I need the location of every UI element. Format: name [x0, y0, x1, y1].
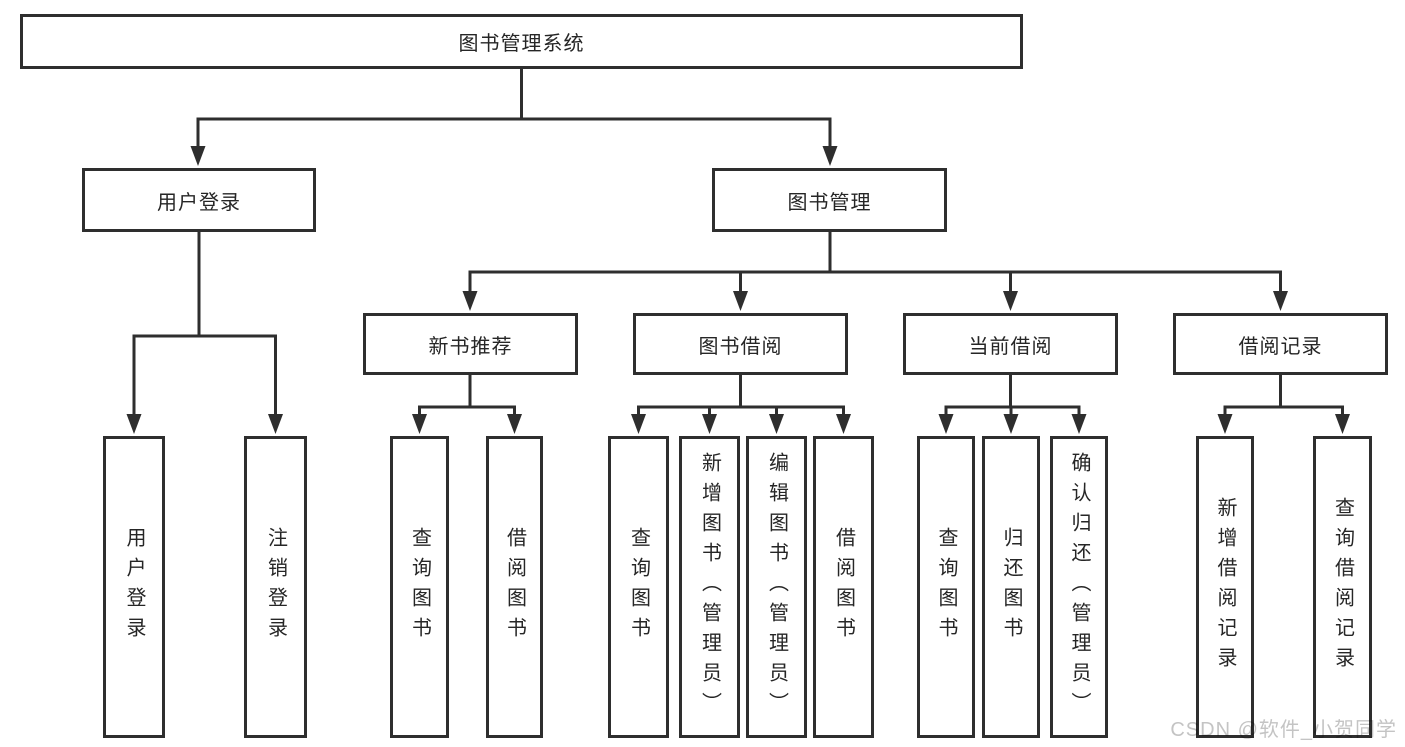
arrowhead-icon — [631, 414, 646, 434]
arrowhead-icon — [1217, 414, 1233, 434]
arrowhead-icon — [1335, 414, 1350, 434]
leaf-current-return-books: 归还图书 — [982, 436, 1040, 738]
leaf-label: 查询图书 — [408, 527, 431, 647]
node-borrowing-records: 借阅记录 — [1173, 313, 1388, 375]
leaf-borrow-borrow-books: 借阅图书 — [813, 436, 874, 738]
arrowhead-icon — [1071, 414, 1087, 434]
leaf-label: 查询图书 — [935, 527, 957, 647]
arrowhead-icon — [412, 414, 427, 434]
node-label: 当前借阅 — [968, 335, 1053, 358]
leaf-label: 编辑图书（管理员） — [765, 452, 788, 722]
leaf-records-query-record: 查询借阅记录 — [1313, 436, 1372, 738]
leaf-label: 新增图书（管理员） — [698, 452, 721, 722]
leaf-current-confirm-return-admin: 确认归还（管理员） — [1050, 436, 1108, 738]
leaf-label: 用户登录 — [123, 527, 145, 647]
leaf-label: 借阅图书 — [503, 527, 526, 647]
arrowhead-icon — [190, 146, 206, 166]
leaf-logout: 注销登录 — [244, 436, 307, 738]
arrowhead-icon — [1003, 291, 1018, 311]
leaf-newbook-borrow-books: 借阅图书 — [486, 436, 543, 738]
node-user-login: 用户登录 — [82, 168, 316, 232]
node-label: 借阅记录 — [1238, 335, 1323, 358]
node-library-management-system: 图书管理系统 — [20, 14, 1023, 69]
leaf-label: 借阅图书 — [832, 527, 855, 647]
node-label: 图书管理 — [787, 191, 872, 214]
arrowhead-icon — [1003, 414, 1019, 434]
leaf-current-query-books: 查询图书 — [917, 436, 975, 738]
leaf-label: 注销登录 — [264, 527, 287, 647]
leaf-borrow-edit-books-admin: 编辑图书（管理员） — [746, 436, 807, 738]
leaf-label: 确认归还（管理员） — [1068, 452, 1090, 722]
leaf-borrow-add-books-admin: 新增图书（管理员） — [679, 436, 740, 738]
node-book-management: 图书管理 — [712, 168, 947, 232]
arrowhead-icon — [822, 146, 838, 166]
node-label: 图书借阅 — [698, 335, 783, 358]
arrowhead-icon — [702, 414, 717, 434]
leaf-label: 查询图书 — [627, 527, 650, 647]
watermark: CSDN @软件_小贺同学 — [1170, 719, 1397, 741]
arrowhead-icon — [126, 414, 142, 434]
leaf-newbook-query-books: 查询图书 — [390, 436, 449, 738]
node-new-book-recommend: 新书推荐 — [363, 313, 578, 375]
arrowhead-icon — [462, 291, 478, 311]
leaf-borrow-query-books: 查询图书 — [608, 436, 669, 738]
arrowhead-icon — [268, 414, 283, 434]
node-label: 新书推荐 — [428, 335, 513, 358]
leaf-records-add-record: 新增借阅记录 — [1196, 436, 1254, 738]
node-current-borrowing: 当前借阅 — [903, 313, 1118, 375]
leaf-label: 归还图书 — [1000, 527, 1022, 647]
node-label: 图书管理系统 — [458, 33, 585, 55]
arrowhead-icon — [769, 414, 784, 434]
node-label: 用户登录 — [157, 191, 241, 214]
arrowhead-icon — [836, 414, 851, 434]
arrowhead-icon — [507, 414, 522, 434]
leaf-label: 查询借阅记录 — [1331, 497, 1354, 677]
arrowhead-icon — [733, 291, 748, 311]
arrowhead-icon — [1273, 291, 1288, 311]
leaf-label: 新增借阅记录 — [1214, 497, 1236, 677]
arrowhead-icon — [938, 414, 954, 434]
node-book-borrowing: 图书借阅 — [633, 313, 848, 375]
leaf-user-login: 用户登录 — [103, 436, 165, 738]
